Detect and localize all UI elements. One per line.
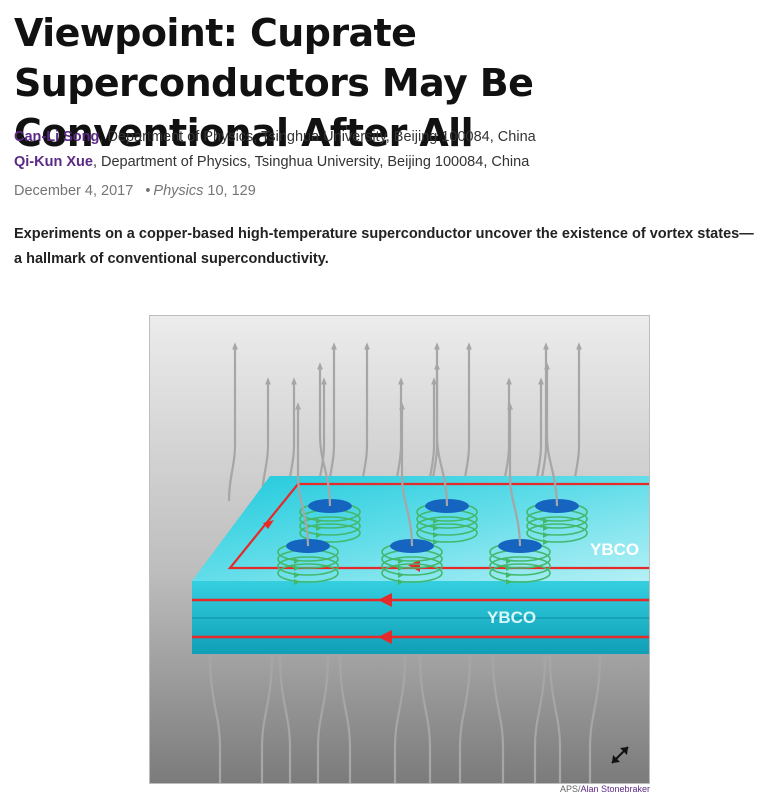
author-link[interactable]: Can-Li Song [14,129,100,145]
publication-date: December 4, 2017 [14,183,134,199]
author-line: Qi-Kun Xue, Department of Physics, Tsing… [14,154,529,170]
vortex-ring [277,556,339,576]
vortex-ring-arrow [316,532,322,538]
field-line [588,652,603,783]
field-line [547,652,562,783]
field-line [227,342,238,502]
author-link[interactable]: Qi-Kun Xue [14,154,93,170]
current-arrow [263,520,274,529]
figure-credit: APS/Alan Stonebraker [560,784,650,794]
vortex-ring [526,523,588,543]
vortex-ring [381,563,443,583]
vortex-ring-arrow [398,558,404,564]
vortex-field-line [507,402,522,547]
vortex-ring-arrow [316,525,322,531]
article-figure: YBCO YBCO [149,315,650,784]
field-line [337,652,352,783]
vortex-ring-arrow [398,565,404,571]
vortex-ring [299,523,361,543]
credit-author-link[interactable]: Alan Stonebraker [580,784,650,794]
vortex-illustration: YBCO YBCO [150,316,649,783]
field-line [533,652,548,783]
field-line [393,652,408,783]
vortex-ring [489,556,551,576]
volume-page: 10, 129 [203,183,256,199]
vortex [277,402,339,585]
current-arrow [408,560,420,572]
credit-prefix: APS/ [559,784,581,794]
author-affiliation: , Department of Physics, Tsinghua Univer… [92,154,530,170]
field-line [490,652,505,783]
field-line [207,652,222,783]
vortex-group [277,362,588,585]
vortex-ring [526,516,588,536]
vortex-ring [416,523,478,543]
field-line [458,652,473,783]
vortex [381,402,443,585]
vortex-ring-arrow [543,539,549,545]
field-line [417,652,432,783]
vortex-ring-arrow [398,579,404,585]
vortex-ring-arrow [543,518,549,524]
vortex-ring-arrow [433,518,439,524]
vortex-ring [277,563,339,583]
current-loop [227,482,649,570]
vortex-ring-arrow [294,565,300,571]
meta-separator: • [145,183,151,199]
vortex-field-line [434,362,449,507]
journal-name: Physics [153,183,204,199]
vortex-ring-arrow [294,572,300,578]
vortex-ring-arrow [543,525,549,531]
vortex-ring-arrow [506,565,512,571]
vortex [299,362,361,545]
vortex-ring-arrow [543,532,549,538]
vortex-ring-arrow [506,558,512,564]
vortex-field-line [317,362,332,507]
vortex-ring-arrow [294,558,300,564]
vortex-ring [489,563,551,583]
layer-label: YBCO [590,540,639,559]
vortex-field-line [399,402,414,547]
layer-label: YBCO [487,608,536,627]
vortex [526,362,588,545]
author-affiliation: , Department of Physics, Tsinghua Univer… [99,129,536,145]
vortex [489,402,551,585]
vortex-ring-arrow [506,579,512,585]
vortex-ring [299,516,361,536]
vortex-ring-arrow [433,532,439,538]
article-meta: December 4, 2017 •Physics 10, 129 [14,183,256,199]
author-line: Can-Li Song, Department of Physics, Tsin… [14,129,536,145]
vortex-ring [416,516,478,536]
expand-arrows-icon[interactable] [607,742,633,768]
field-line [316,652,331,783]
vortex-ring-arrow [506,572,512,578]
current-arrow [378,593,392,607]
article-title: Viewpoint: Cuprate Superconductors May B… [14,11,534,155]
vortex-ring-arrow [398,572,404,578]
vortex-ring-arrow [433,525,439,531]
field-line [260,652,275,783]
vortex-field-line [295,402,310,547]
vortex [416,362,478,545]
vortex-ring [381,556,443,576]
vortex-field-line [544,362,559,507]
vortex-ring-arrow [433,539,439,545]
article-abstract: Experiments on a copper-based high-tempe… [14,226,754,267]
field-lines-below [207,652,603,783]
current-arrow [378,630,392,644]
field-line [277,652,292,783]
vortex-ring-arrow [294,579,300,585]
vortex-ring-arrow [316,518,322,524]
